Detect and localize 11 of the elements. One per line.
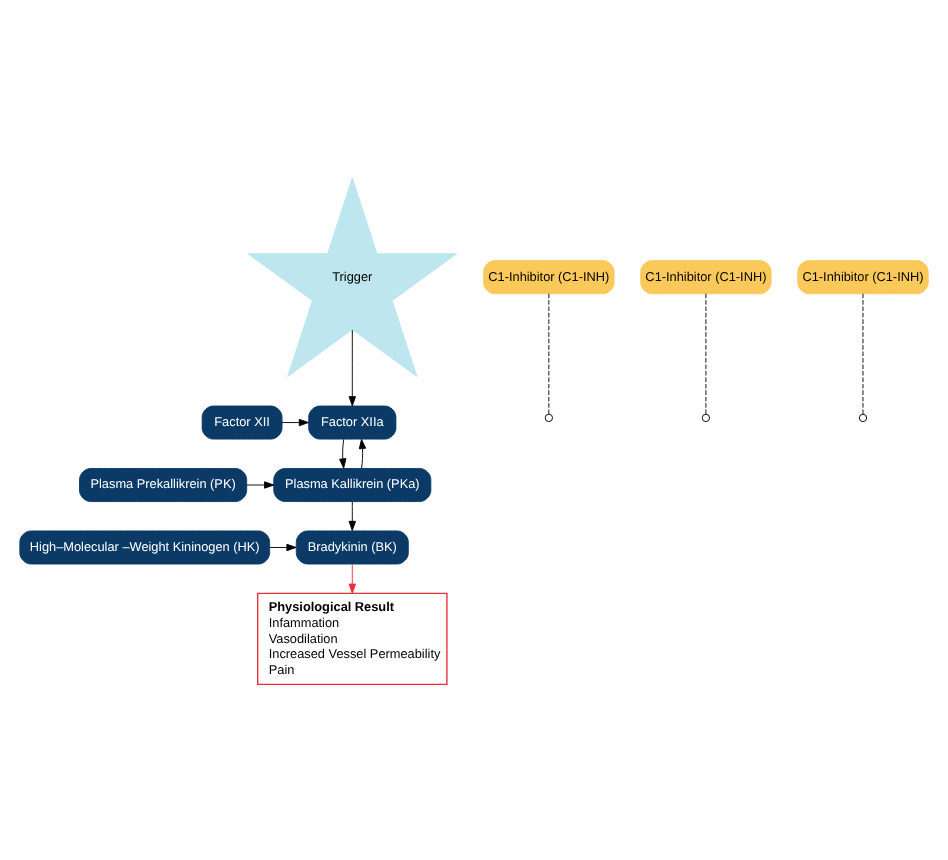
arrow (269, 542, 297, 551)
arrow (358, 437, 367, 468)
arrow (339, 437, 347, 468)
connector (862, 292, 864, 414)
connector (548, 292, 550, 414)
arrow (246, 480, 275, 488)
arrow (348, 562, 356, 593)
arrow (281, 417, 309, 426)
arrow (348, 328, 356, 406)
connector (705, 292, 707, 414)
arrow (348, 500, 356, 530)
